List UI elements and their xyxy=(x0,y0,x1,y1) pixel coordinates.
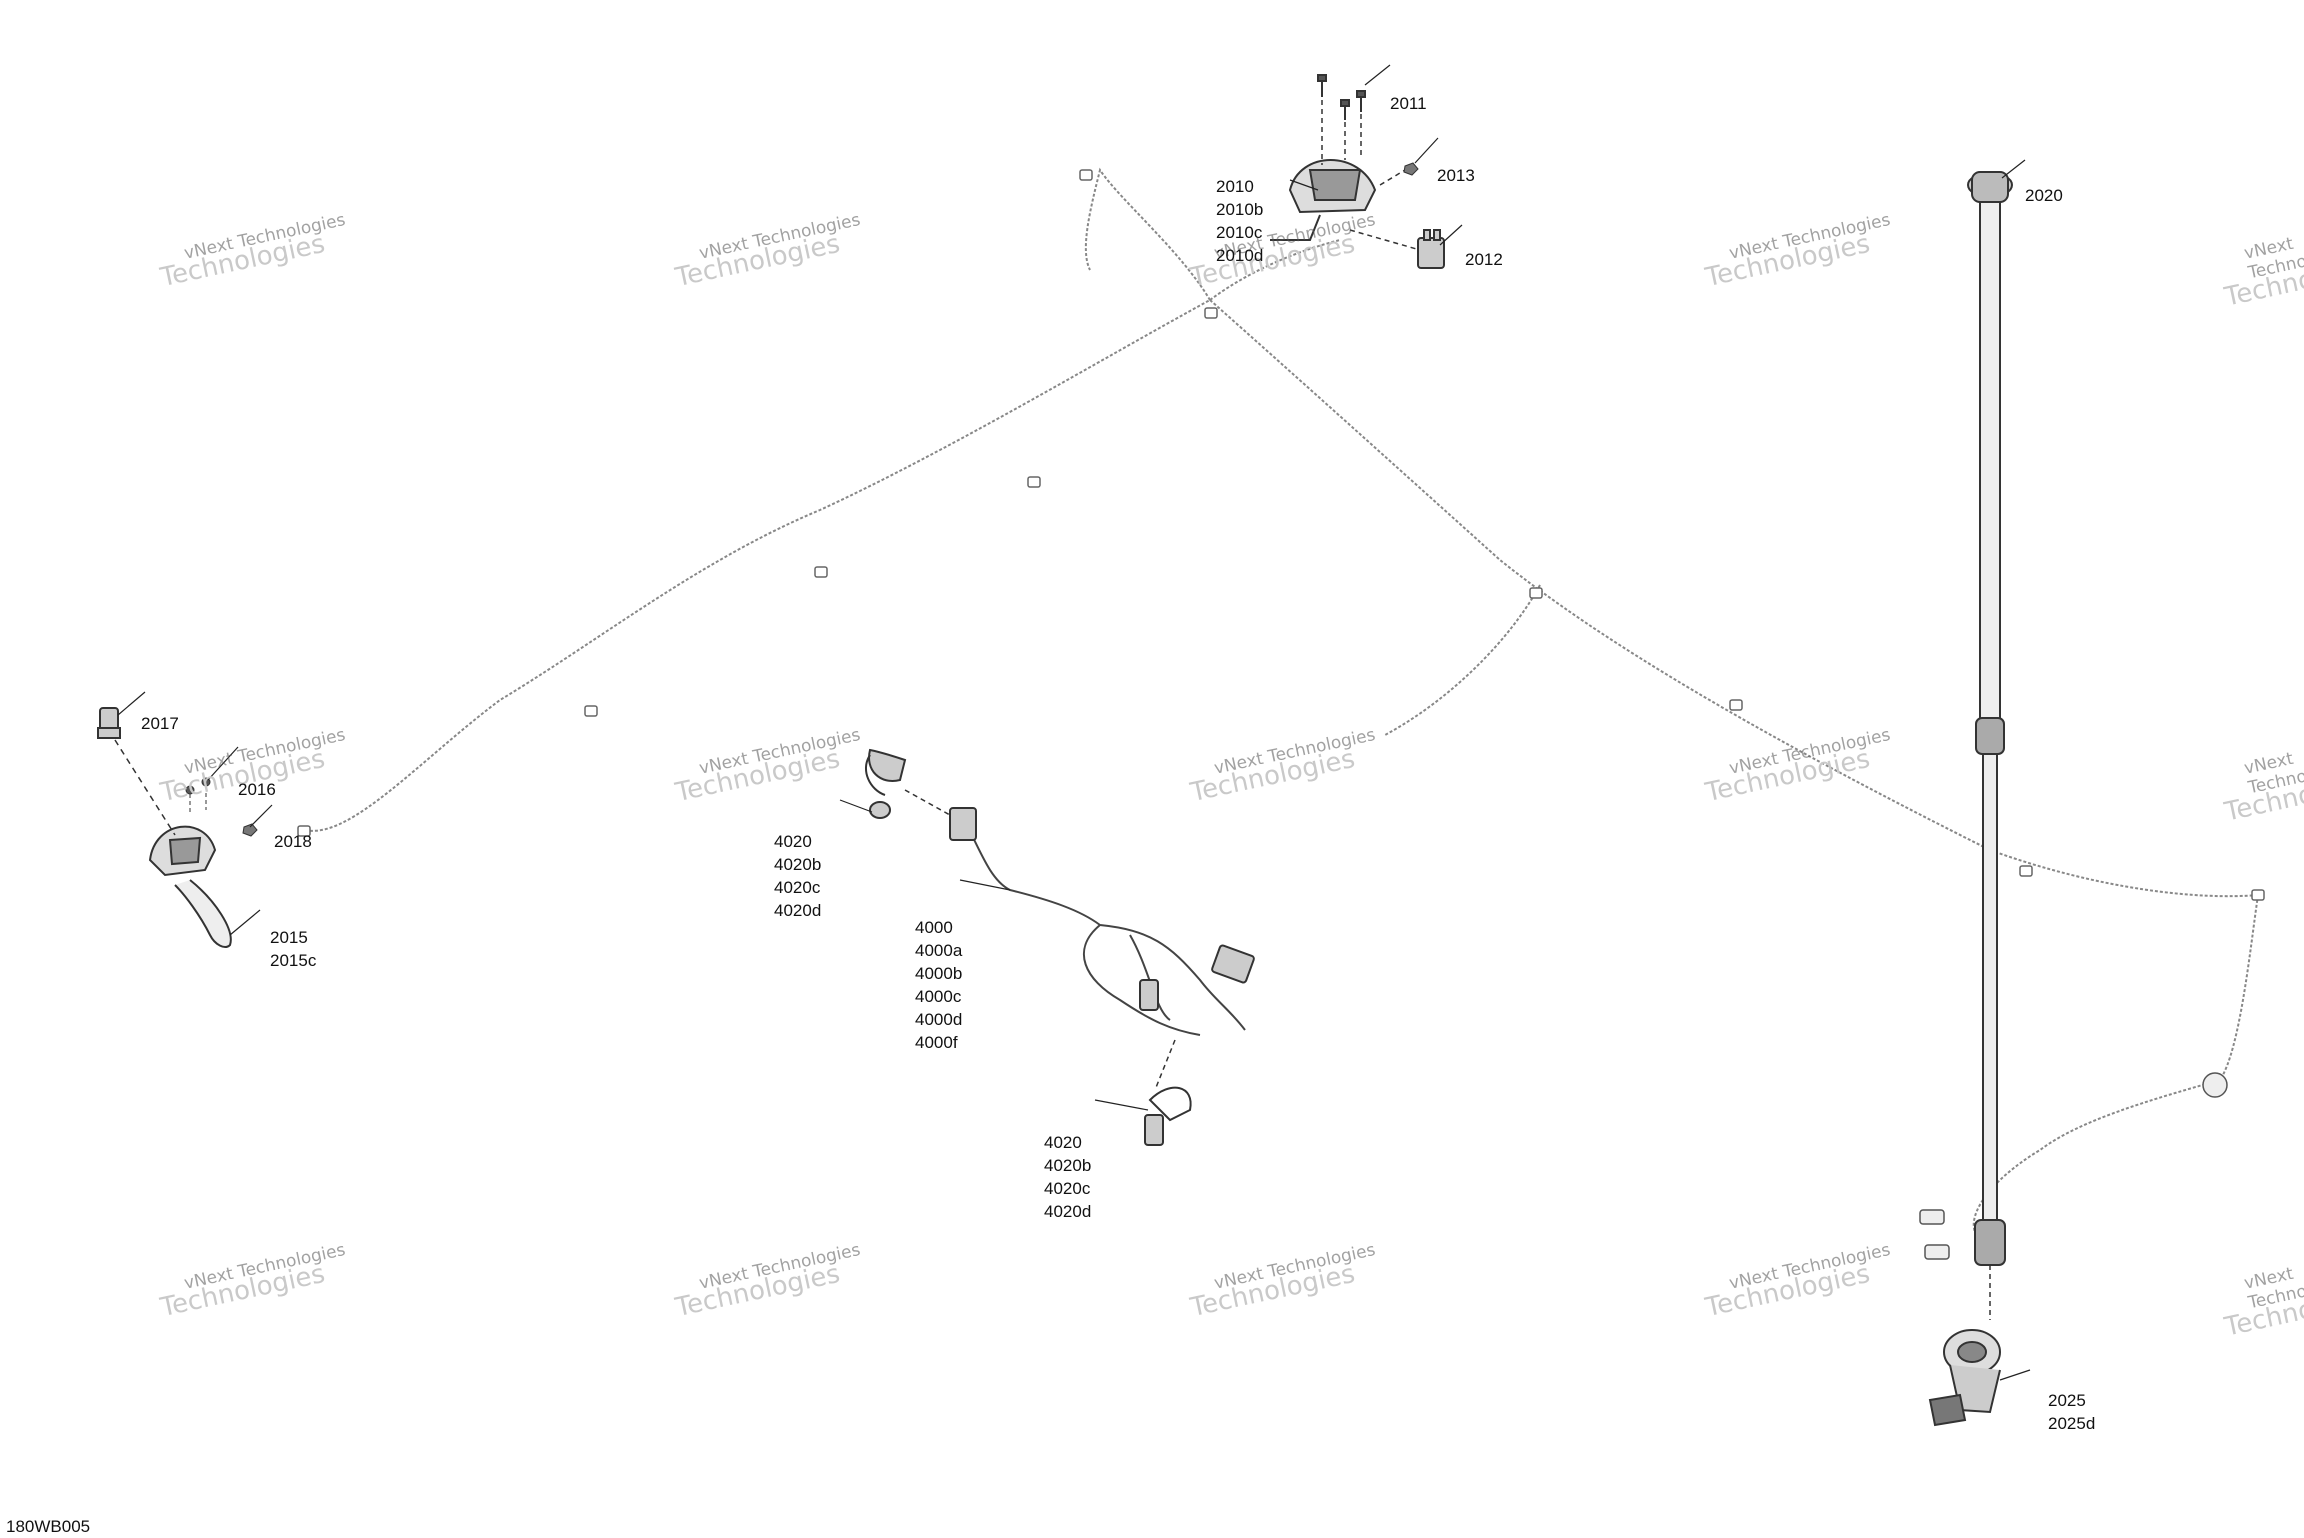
harness-clip xyxy=(1204,307,1218,319)
callout-2011: 2011 xyxy=(1390,94,1427,113)
screws-2016 xyxy=(185,777,211,815)
mast-2020 xyxy=(1967,171,2013,1266)
callout-2013: 2013 xyxy=(1437,166,1475,185)
harness-clip xyxy=(1027,476,1041,488)
harness-clip xyxy=(297,825,311,837)
sub-harness-4000 xyxy=(961,814,1246,1036)
connector-cluster-right xyxy=(1919,1072,2228,1260)
drawing-code: 180WB005 xyxy=(6,1517,91,1536)
harness-clip xyxy=(1079,169,1093,181)
harness-branch-middle xyxy=(1384,584,1541,736)
harness-clip xyxy=(2019,865,2033,877)
harness-branch-top xyxy=(1084,167,1211,301)
pod-2015 xyxy=(148,825,232,948)
harness-branch-right-down xyxy=(1972,894,2259,1241)
harness-clip xyxy=(2251,889,2265,901)
callout-2018: 2018 xyxy=(274,832,312,851)
connector-4000-b xyxy=(1211,944,1255,984)
main-harness-right-branch xyxy=(1209,299,2259,898)
callout-2016: 2016 xyxy=(238,780,276,799)
cap-4020-lower xyxy=(1144,1086,1192,1146)
connector-4000-c xyxy=(1139,979,1159,1011)
harness-clip xyxy=(1729,699,1743,711)
base-2025 xyxy=(1928,1329,2001,1427)
callout-2012: 2012 xyxy=(1465,250,1503,269)
cap-4020-upper xyxy=(865,748,907,819)
nut-2013 xyxy=(1403,162,1419,176)
display-unit-2010 xyxy=(1270,159,1377,241)
harness-clip xyxy=(584,705,598,717)
callout-2020: 2020 xyxy=(2025,186,2063,205)
connector-2017 xyxy=(97,707,121,739)
main-harness-left-branch xyxy=(304,299,1211,832)
connector-4000-a xyxy=(949,807,977,841)
harness-clip xyxy=(814,566,828,578)
nut-2018 xyxy=(242,823,258,837)
screws-2011 xyxy=(1317,74,1366,120)
harness-branch-instrument xyxy=(1209,239,1341,301)
harness-clip xyxy=(1529,587,1543,599)
connector-2012 xyxy=(1417,229,1445,269)
callout-2017: 2017 xyxy=(141,714,179,733)
